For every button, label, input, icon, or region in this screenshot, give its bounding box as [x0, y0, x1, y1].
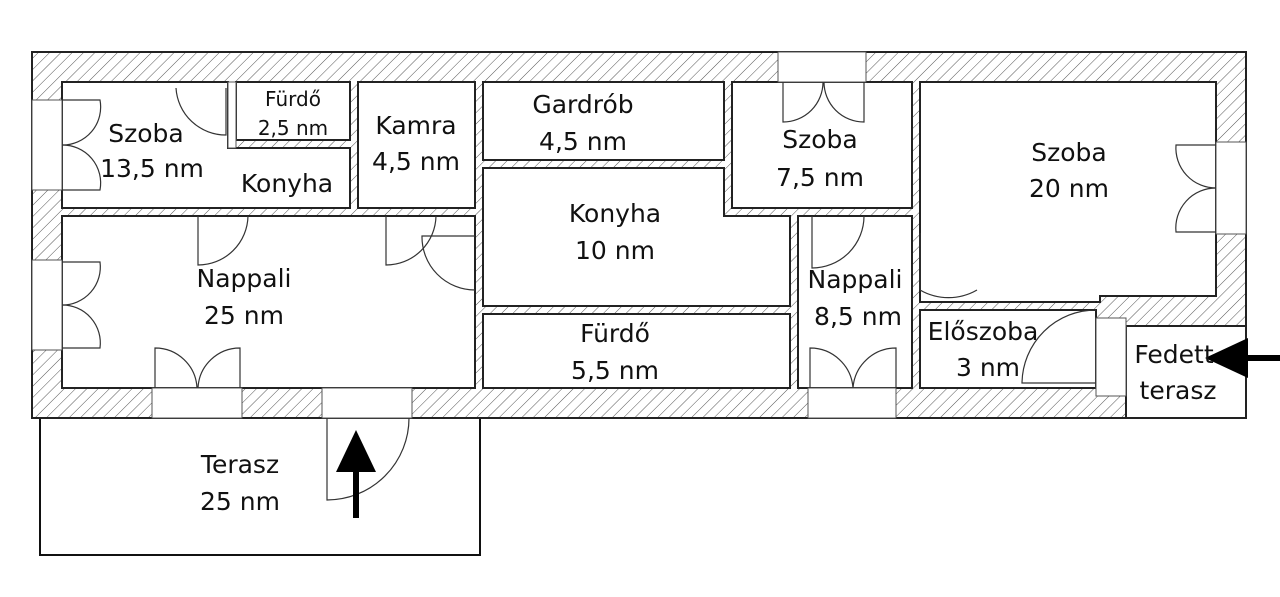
windows — [31, 51, 1247, 419]
room-konyha-10 — [482, 167, 791, 307]
room-name: Szoba — [108, 119, 183, 148]
room-name: Nappali — [197, 264, 292, 293]
room-name: Szoba — [782, 125, 857, 154]
room-area: 25 nm — [204, 301, 284, 330]
room-kamra — [357, 81, 476, 209]
room-szoba-20 — [919, 81, 1217, 303]
room-area: 10 nm — [575, 236, 655, 265]
room-area: 2,5 nm — [258, 116, 328, 140]
room-name: Fürdő — [580, 319, 650, 348]
room-area: terasz — [1140, 376, 1217, 405]
room-labels: Szoba 13,5 nm Fürdő 2,5 nm Konyha Kamra … — [100, 87, 1216, 516]
room-area: 5,5 nm — [571, 356, 659, 385]
room-name: Kamra — [375, 111, 456, 140]
room-nappali-25 — [61, 215, 476, 389]
room-name: Terasz — [200, 450, 279, 479]
room-eloszoba — [919, 309, 1097, 389]
room-area: 25 nm — [200, 487, 280, 516]
room-name: Nappali — [808, 265, 903, 294]
entrance-arrow-terrace — [336, 430, 376, 518]
doors — [61, 81, 1217, 501]
terrace — [39, 417, 481, 556]
room-name: Konyha — [569, 199, 661, 228]
room-name: Fedett — [1134, 340, 1213, 369]
entrance-arrow-covered-terrace — [1205, 338, 1280, 378]
room-name: Szoba — [1031, 138, 1106, 167]
room-name: Konyha — [241, 169, 333, 198]
room-area: 20 nm — [1029, 174, 1109, 203]
room-furdo-2 — [235, 81, 351, 141]
room-gardrob — [482, 81, 725, 161]
room-area: 8,5 nm — [814, 302, 902, 331]
room-area: 7,5 nm — [776, 163, 864, 192]
room-area: 4,5 nm — [372, 147, 460, 176]
room-name: Fürdő — [265, 87, 321, 111]
room-furdo-5 — [482, 313, 791, 389]
room-area: 3 nm — [956, 353, 1020, 382]
room-area: 4,5 nm — [539, 127, 627, 156]
room-name: Gardrób — [532, 90, 633, 119]
room-name: Előszoba — [928, 317, 1039, 346]
room-area: 13,5 nm — [100, 154, 204, 183]
room-fedett-terasz — [1125, 325, 1247, 419]
rooms — [61, 81, 1247, 419]
